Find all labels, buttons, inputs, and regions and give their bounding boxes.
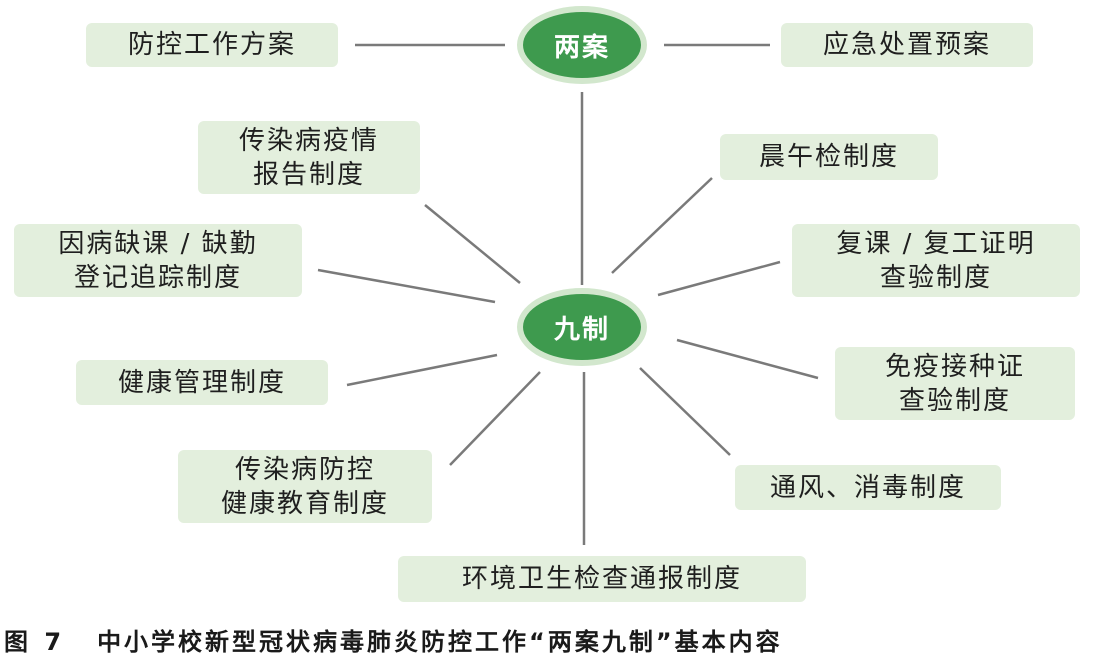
figure-title: 中小学校新型冠状病毒肺炎防控工作“两案九制”基本内容: [97, 627, 783, 656]
system-environment-hygiene: 环境卫生检查通报制度: [398, 556, 806, 602]
system-epidemic-report-line1: 传染病疫情: [238, 125, 379, 156]
system-return-certificate-line2: 查验制度: [879, 262, 992, 293]
system-environment-hygiene-label: 环境卫生检查通报制度: [461, 564, 742, 594]
line-to-return-certificate: [657, 260, 781, 297]
system-vaccination-check: 免疫接种证 查验制度: [835, 347, 1075, 420]
line-to-health-education: [449, 371, 541, 466]
system-ventilation-label: 通风、消毒制度: [769, 472, 966, 503]
hub-nine-systems-label: 九制: [553, 314, 610, 345]
plan-prevention-work-label: 防控工作方案: [127, 30, 296, 60]
system-health-education: 传染病防控 健康教育制度: [178, 450, 432, 523]
plan-emergency-response: 应急处置预案: [781, 23, 1033, 67]
system-absence-tracking-line1: 因病缺课 / 缺勤: [58, 228, 258, 259]
system-health-management-label: 健康管理制度: [117, 367, 286, 398]
hub-two-plans: 两案: [517, 6, 647, 84]
system-health-management: 健康管理制度: [76, 360, 328, 405]
system-return-certificate-line1: 复课 / 复工证明: [836, 228, 1036, 259]
hub-two-plans-label: 两案: [553, 32, 610, 63]
line-to-ventilation: [639, 367, 731, 456]
system-morning-check: 晨午检制度: [720, 134, 938, 180]
two-plans-nine-systems-diagram: 两案 九制 防控工作方案 应急处置预案 传染病疫情 报告制度 因病缺课 / 缺勤…: [14, 6, 1080, 602]
system-return-certificate: 复课 / 复工证明 查验制度: [792, 224, 1080, 297]
line-to-absence-tracking: [317, 268, 496, 304]
system-ventilation: 通风、消毒制度: [735, 465, 1001, 510]
hub-nine-systems: 九制: [517, 288, 647, 366]
system-epidemic-report-line2: 报告制度: [252, 159, 365, 190]
plan-emergency-response-label: 应急处置预案: [822, 30, 991, 60]
system-vaccination-check-line1: 免疫接种证: [884, 351, 1025, 382]
line-to-vaccination-check: [676, 338, 819, 380]
system-health-education-line1: 传染病防控: [234, 454, 375, 485]
plan-prevention-work: 防控工作方案: [86, 23, 338, 67]
system-health-education-line2: 健康教育制度: [220, 488, 389, 519]
line-to-epidemic-report: [424, 204, 521, 284]
system-absence-tracking-line2: 登记追踪制度: [73, 262, 242, 293]
line-to-health-management: [346, 353, 498, 387]
system-vaccination-check-line2: 查验制度: [898, 385, 1011, 416]
system-morning-check-label: 晨午检制度: [758, 142, 899, 172]
connector-lines: [317, 43, 819, 545]
system-absence-tracking: 因病缺课 / 缺勤 登记追踪制度: [14, 224, 302, 297]
system-epidemic-report: 传染病疫情 报告制度: [198, 121, 420, 194]
line-to-morning-check: [611, 177, 713, 274]
figure-number: 图 7: [4, 627, 66, 656]
figure-caption: 图 7 中小学校新型冠状病毒肺炎防控工作“两案九制”基本内容: [0, 623, 1096, 656]
